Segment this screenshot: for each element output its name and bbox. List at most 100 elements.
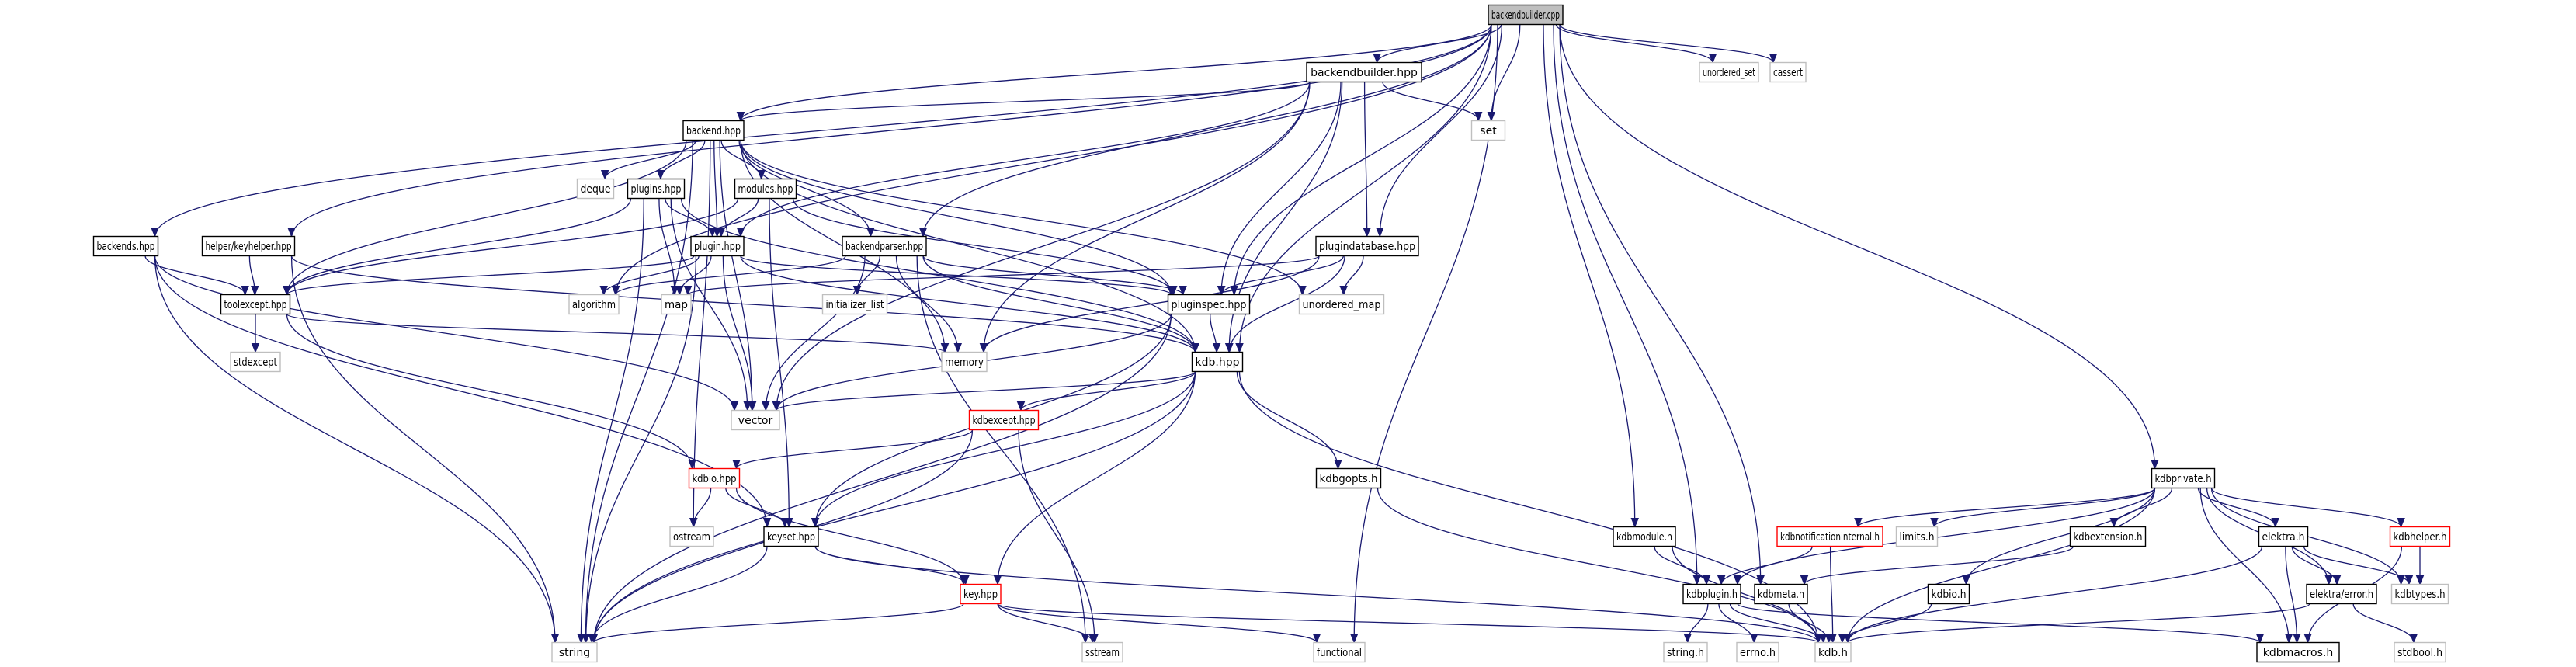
node-elektra-h[interactable]: elektra.h bbox=[2258, 526, 2309, 547]
node-backends-hpp[interactable]: backends.hpp bbox=[92, 235, 159, 257]
edge-plugins_hpp-to-string bbox=[580, 198, 644, 643]
node-label: pluginspec.hpp bbox=[1172, 299, 1247, 311]
edge-backend_hpp-to-pluginspec_hpp bbox=[740, 140, 1172, 295]
node-kdbplugin-h[interactable]: kdbplugin.h bbox=[1682, 583, 1741, 605]
node-label: kdbnotificationinternal.h bbox=[1780, 531, 1880, 544]
node-plugins-hpp[interactable]: plugins.hpp bbox=[627, 178, 686, 200]
node-label: kdbextension.h bbox=[2074, 531, 2143, 544]
edge-kdbplugin_h-to-errno_h bbox=[1718, 603, 1755, 643]
node-box bbox=[1315, 235, 1419, 257]
node-backendbuilder-hpp[interactable]: backendbuilder.hpp bbox=[1306, 61, 1422, 83]
node-kdbprivate-h[interactable]: kdbprivate.h bbox=[2151, 467, 2216, 489]
node-kdbhelper-h[interactable]: kdbhelper.h bbox=[2389, 526, 2451, 547]
node-key-hpp[interactable]: key.hpp bbox=[960, 583, 1002, 605]
arrowhead-kdbextension_h-to-kdbmeta_h bbox=[1800, 575, 1809, 585]
node-deque: deque bbox=[576, 178, 615, 200]
node-keyhelper-hpp[interactable]: helper/keyhelper.hpp bbox=[201, 235, 296, 257]
node-label: unordered_map bbox=[1303, 299, 1381, 311]
arrowhead-kdbprivate_h-to-kdbhelper_h bbox=[2397, 518, 2405, 528]
arrowhead-backendparser_hpp-to-algorithm bbox=[611, 286, 620, 296]
node-kdbmeta-h[interactable]: kdbmeta.h bbox=[1754, 583, 1808, 605]
arrowhead-backendparser_hpp-to-sstream bbox=[1081, 634, 1090, 644]
arrowhead-backendparser_hpp-to-pluginspec_hpp bbox=[1179, 286, 1187, 296]
node-label: kdbmeta.h bbox=[1758, 589, 1804, 601]
node-box bbox=[731, 409, 780, 431]
node-box bbox=[576, 178, 615, 200]
node-kdbnotificationinternal-h[interactable]: kdbnotificationinternal.h bbox=[1776, 526, 1883, 547]
node-backend-hpp[interactable]: backend.hpp bbox=[682, 120, 745, 141]
edge-kdbnotificationinternal_h-to-kdb_h bbox=[1829, 546, 1834, 643]
node-string: string bbox=[551, 641, 598, 663]
node-label: string.h bbox=[1667, 647, 1704, 659]
node-modules-hpp[interactable]: modules.hpp bbox=[734, 178, 797, 200]
arrowhead-backends_hpp-to-toolexcept_hpp bbox=[241, 286, 249, 296]
arrowhead-key_hpp-to-string bbox=[589, 634, 599, 644]
node-box bbox=[1298, 294, 1385, 315]
edge-backends_hpp-to-vector bbox=[154, 255, 735, 411]
arrowhead-kdbplugin_h-to-string_h bbox=[1683, 634, 1692, 644]
node-pluginspec-hpp[interactable]: pluginspec.hpp bbox=[1167, 294, 1251, 315]
node-box bbox=[220, 294, 291, 315]
node-box bbox=[1682, 583, 1741, 605]
node-label: errno.h bbox=[1740, 647, 1776, 659]
node-set: set bbox=[1470, 120, 1506, 141]
arrowhead-key_hpp-to-functional bbox=[1312, 634, 1321, 644]
node-plugindatabase-hpp[interactable]: plugindatabase.hpp bbox=[1315, 235, 1419, 257]
edge-plugindatabase_hpp-to-unordered_map bbox=[1342, 255, 1364, 295]
edge-backendparser_hpp-to-sstream bbox=[916, 255, 1086, 643]
node-elektra-error-h[interactable]: elektra/error.h bbox=[2306, 583, 2377, 605]
node-label: plugindatabase.hpp bbox=[1319, 241, 1415, 253]
edge-kdbplugin_h-to-kdbmacros_h bbox=[1737, 603, 2261, 644]
arrowhead-plugindatabase_hpp-to-unordered_map bbox=[1339, 286, 1348, 296]
arrowhead-plugin_hpp-to-string bbox=[582, 634, 590, 644]
node-ostream: ostream bbox=[669, 526, 714, 547]
edge-plugindatabase_hpp-to-map bbox=[687, 255, 1320, 296]
edge-plugins_hpp-to-vector bbox=[670, 198, 748, 411]
arrowhead-backendbuilder_cpp-to-kdbplugin_h bbox=[1692, 575, 1702, 585]
edge-kdb_hpp-to-vector bbox=[776, 370, 1196, 412]
arrowhead-toolexcept_hpp-to-memory bbox=[940, 343, 950, 353]
edge-plugin_hpp-to-string bbox=[585, 255, 697, 643]
node-plugin-hpp[interactable]: plugin.hpp bbox=[690, 235, 745, 257]
edge-backendbuilder_cpp-to-backendparser_hpp bbox=[922, 24, 1492, 237]
edge-backendparser_hpp-to-kdb_hpp bbox=[922, 255, 1196, 353]
node-keyset-hpp[interactable]: keyset.hpp bbox=[763, 526, 819, 547]
edge-modules_hpp-to-pluginspec_hpp bbox=[792, 198, 1174, 295]
node-label: map bbox=[665, 299, 688, 311]
node-label: toolexcept.hpp bbox=[224, 299, 287, 311]
node-label: kdb.h bbox=[1818, 647, 1848, 659]
node-kdbexcept-hpp[interactable]: kdbexcept.hpp bbox=[968, 409, 1040, 431]
node-kdbgopts-h[interactable]: kdbgopts.h bbox=[1315, 467, 1382, 489]
node-box bbox=[201, 235, 296, 257]
arrowhead-backend_hpp-to-plugins_hpp bbox=[656, 170, 665, 180]
node-label: kdbprivate.h bbox=[2155, 473, 2212, 485]
arrowhead-keyhelper_hpp-to-toolexcept_hpp bbox=[251, 286, 259, 296]
node-toolexcept-hpp[interactable]: toolexcept.hpp bbox=[220, 294, 291, 315]
edge-elektra_error_h-to-stdbool_h bbox=[2352, 603, 2415, 643]
arrowhead-backend_hpp-to-backendparser_hpp bbox=[866, 228, 875, 238]
node-kdbio-h[interactable]: kdbio.h bbox=[1927, 583, 1970, 605]
node-kdbio-hpp[interactable]: kdbio.hpp bbox=[688, 467, 741, 489]
edge-backendbuilder_cpp-to-kdbmodule_h bbox=[1543, 24, 1636, 527]
arrowhead-kdb_hpp-to-key_hpp bbox=[993, 575, 1002, 585]
edge-pluginspec_hpp-to-string bbox=[593, 314, 1172, 643]
node-label: kdbmodule.h bbox=[1616, 531, 1672, 544]
node-label: modules.hpp bbox=[738, 183, 793, 196]
node-box bbox=[2069, 526, 2147, 547]
node-kdb-hpp[interactable]: kdb.hpp bbox=[1191, 351, 1244, 373]
node-kdbmodule-h[interactable]: kdbmodule.h bbox=[1613, 526, 1676, 547]
node-label: keyset.hpp bbox=[767, 531, 815, 544]
edge-elektra_h-to-kdb_h bbox=[1847, 546, 2263, 643]
node-kdbmacros-h[interactable]: kdbmacros.h bbox=[2256, 641, 2340, 663]
arrowhead-kdbprivate_h-to-kdbplugin_h bbox=[1733, 575, 1742, 585]
node-backendparser-hpp[interactable]: backendparser.hpp bbox=[842, 235, 927, 257]
node-kdb-h: kdb.h bbox=[1814, 641, 1852, 663]
edge-kdbprivate_h-to-kdbnotificationinternal_h bbox=[1857, 487, 2156, 528]
node-label: algorithm bbox=[572, 299, 616, 311]
node-kdbextension-h[interactable]: kdbextension.h bbox=[2069, 526, 2147, 547]
node-kdbtypes-h: kdbtypes.h bbox=[2390, 583, 2449, 605]
node-box bbox=[1313, 641, 1366, 663]
edge-backend_hpp-to-plugins_hpp bbox=[660, 140, 706, 179]
arrowhead-backendbuilder_cpp-to-unordered_set bbox=[1708, 54, 1717, 64]
